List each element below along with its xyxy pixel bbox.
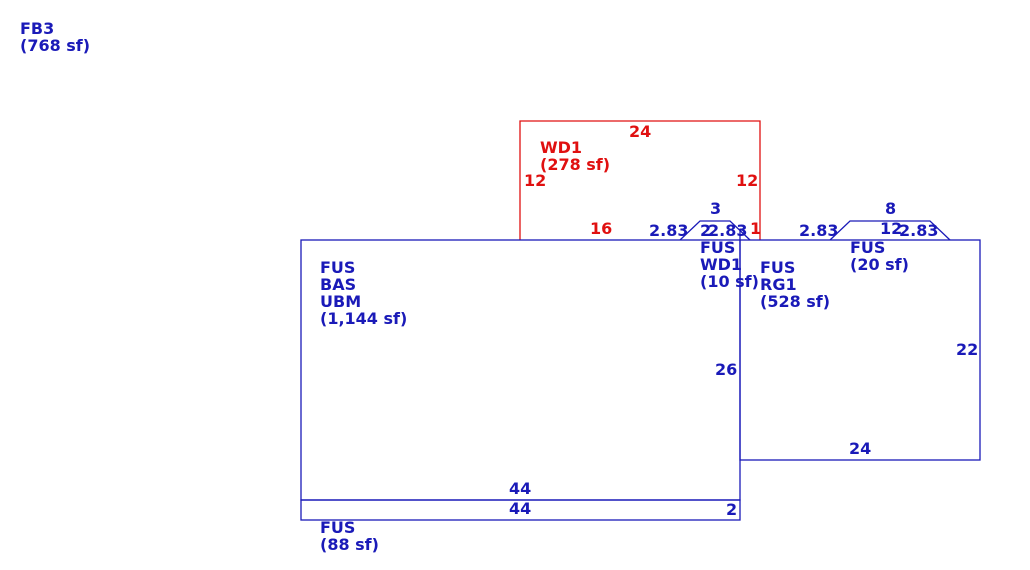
rg1-code-1: FUS	[760, 258, 796, 277]
main-code-2: BAS	[320, 275, 357, 294]
dim-strip-bottom: 44	[509, 499, 532, 518]
wd1-deck-outline	[519, 120, 761, 240]
dim-bay1-slant-left: 2.83	[649, 221, 689, 240]
rg1-code-2: RG1	[760, 275, 797, 294]
dim-wd1-bottom: 16	[590, 219, 613, 238]
fus-wd1-code-2: WD1	[700, 255, 743, 274]
bay2-outline	[829, 220, 951, 241]
fus-20-area: (20 sf)	[850, 255, 909, 274]
dim-bay2-slant-right: 2.83	[899, 221, 939, 240]
wd1-deck-area: (278 sf)	[540, 155, 611, 174]
dim-wd1-right: 12	[736, 171, 759, 190]
wd1-deck-code: WD1	[540, 138, 583, 157]
dim-wd1-left: 12	[524, 171, 547, 190]
fb3-code: FB3	[20, 19, 55, 38]
dim-bay1-depth: 2	[700, 221, 712, 240]
area-label-main: FUS BAS UBM (1,144 sf)	[320, 259, 407, 327]
dim-bay2-width: 12	[880, 219, 903, 238]
main-code-1: FUS	[320, 258, 356, 277]
fus-wd1-area: (10 sf)	[700, 272, 759, 291]
area-label-fb3: FB3 (768 sf)	[20, 20, 90, 54]
fus-88-code: FUS	[320, 518, 356, 537]
dim-bay2-slant-left: 2.83	[799, 221, 839, 240]
dim-rg1-right: 22	[956, 340, 979, 359]
dim-bay2-top: 8	[885, 199, 897, 218]
dim-main-right: 26	[715, 360, 738, 379]
dim-strip-side: 2	[726, 500, 738, 519]
dim-bay1-slant-right: 2.83	[708, 221, 748, 240]
rg1-outline	[739, 239, 981, 461]
dim-wd1-top: 24	[629, 122, 652, 141]
dim-main-bottom: 44	[509, 479, 532, 498]
fus-88-area: (88 sf)	[320, 535, 379, 554]
rg1-area: (528 sf)	[760, 292, 831, 311]
main-area: (1,144 sf)	[320, 309, 408, 328]
area-label-fus-20: FUS (20 sf)	[850, 239, 909, 273]
fus-20-code: FUS	[850, 238, 886, 257]
area-label-wd1-deck: WD1 (278 sf)	[540, 139, 610, 173]
dim-bay1-top: 3	[710, 199, 722, 218]
dim-rg1-bottom: 24	[849, 439, 872, 458]
fb3-area: (768 sf)	[20, 36, 91, 55]
fus-wd1-code-1: FUS	[700, 238, 736, 257]
area-label-fus-88: FUS (88 sf)	[320, 519, 379, 553]
area-label-rg1: FUS RG1 (528 sf)	[760, 259, 830, 310]
dim-bay1-side: 1	[750, 219, 762, 238]
area-label-fus-wd1: FUS WD1 (10 sf)	[700, 239, 759, 290]
bottom-strip-outline	[300, 499, 741, 521]
main-code-3: UBM	[320, 292, 362, 311]
